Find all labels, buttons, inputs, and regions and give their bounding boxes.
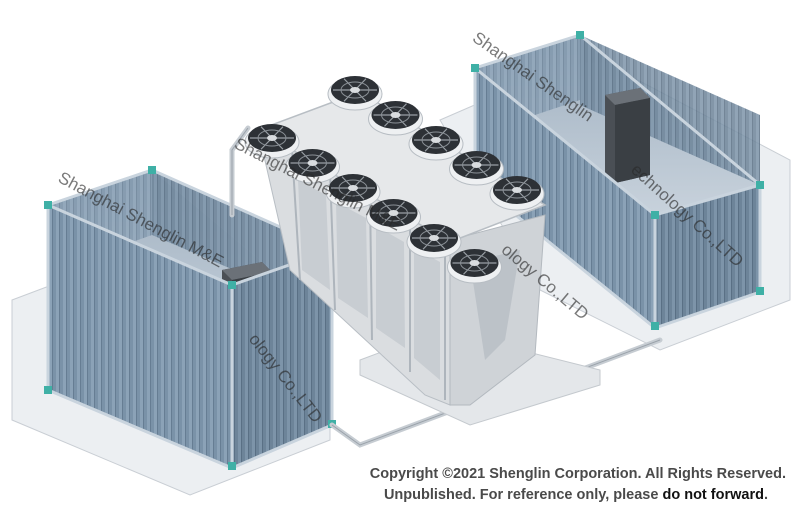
fan xyxy=(368,101,423,136)
fan xyxy=(285,149,340,184)
fan-array xyxy=(244,76,545,284)
right-container xyxy=(439,31,791,351)
fan xyxy=(325,174,381,209)
right-container-right-wall xyxy=(655,185,760,328)
fan xyxy=(408,126,464,161)
left-container-right-wall xyxy=(232,250,332,468)
fan xyxy=(244,124,300,159)
fan xyxy=(366,199,421,234)
left-container-front-wall xyxy=(48,205,232,468)
copyright-line: Copyright ©2021 Shenglin Corporation. Al… xyxy=(369,466,786,482)
fan xyxy=(447,249,502,284)
fan xyxy=(449,151,504,186)
fan xyxy=(406,224,462,259)
fan xyxy=(327,76,383,111)
do-not-forward-text: do not forward xyxy=(662,487,764,503)
distribution-text: Unpublished. For reference only, please xyxy=(383,487,663,503)
right-container-front-wall xyxy=(475,68,655,328)
distribution-notice: Unpublished. For reference only, please … xyxy=(384,487,768,503)
dry-cooler-unit xyxy=(256,91,601,426)
fan xyxy=(489,176,545,211)
left-container xyxy=(11,166,337,496)
copyright-notice: Copyright ©2021 Shenglin Corporation. Al… xyxy=(370,466,786,482)
distribution-period: . xyxy=(763,487,768,503)
